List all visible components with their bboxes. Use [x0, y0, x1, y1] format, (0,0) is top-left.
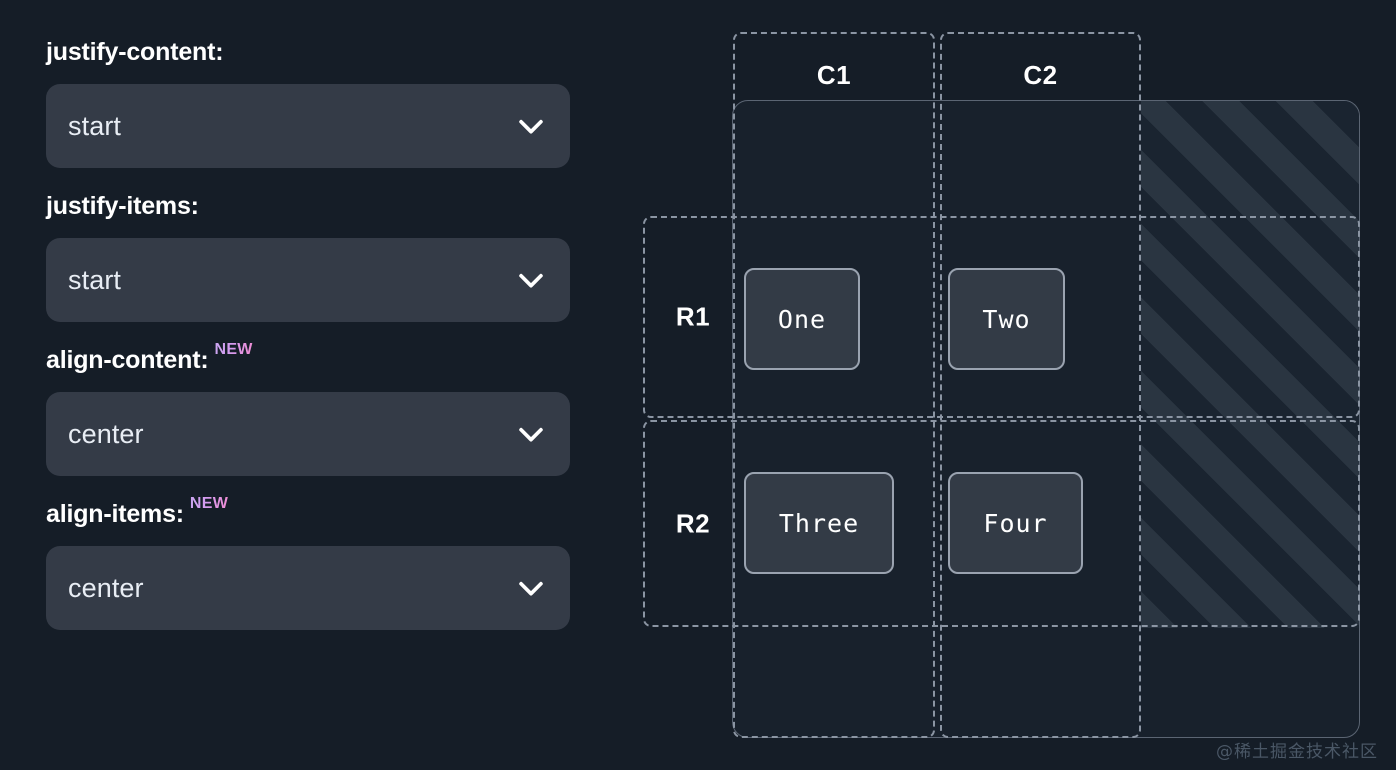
grid-item-three[interactable]: Three	[744, 472, 894, 574]
column-label-c2: C2	[1023, 60, 1058, 90]
free-space-hatch	[1141, 101, 1359, 628]
field-align-content: align-content: NEW center	[46, 342, 570, 476]
row-guide-r1: R1	[643, 216, 1360, 418]
label-text: justify-items:	[46, 192, 199, 220]
new-badge: NEW	[189, 495, 229, 512]
column-label-c1: C1	[816, 60, 852, 90]
controls-panel: justify-content: start justify-items: st…	[0, 0, 616, 770]
chevron-down-icon[interactable]	[514, 417, 548, 451]
label-align-content: align-content: NEW	[46, 342, 570, 376]
select-value-justify-content: start	[68, 110, 122, 141]
select-justify-content[interactable]: start	[46, 84, 570, 168]
watermark: @稀土掘金技术社区	[1216, 742, 1378, 762]
label-align-items: align-items: NEW	[46, 496, 570, 530]
column-guide-c1: C1	[733, 32, 935, 738]
grid-diagram: C1 C2 R1 R2 One Two Three Four @稀土掘金技术社区	[616, 0, 1396, 770]
select-justify-items[interactable]: start	[46, 238, 570, 322]
select-align-items[interactable]: center	[46, 546, 570, 630]
grid-item-four[interactable]: Four	[948, 472, 1083, 574]
select-value-justify-items: start	[68, 264, 122, 295]
select-value-align-items: center	[68, 572, 144, 603]
field-align-items: align-items: NEW center	[46, 496, 570, 630]
grid-item-one[interactable]: One	[744, 268, 860, 370]
row-guide-r2: R2	[643, 420, 1360, 627]
field-justify-content: justify-content: start	[46, 40, 570, 168]
chevron-down-icon[interactable]	[514, 571, 548, 605]
new-badge: NEW	[214, 341, 253, 358]
row-label-r1: R1	[675, 301, 711, 332]
label-justify-content: justify-content:	[46, 40, 570, 68]
grid-container-box	[732, 100, 1360, 738]
label-text: align-content:	[46, 346, 209, 374]
grid-item-two[interactable]: Two	[948, 268, 1065, 370]
label-justify-items: justify-items:	[46, 194, 570, 222]
row-label-r2: R2	[675, 508, 711, 538]
column-guide-c2: C2	[940, 32, 1141, 738]
select-value-align-content: center	[68, 418, 144, 449]
chevron-down-icon[interactable]	[514, 263, 548, 297]
field-justify-items: justify-items: start	[46, 194, 570, 322]
label-text: justify-content:	[46, 38, 224, 66]
select-align-content[interactable]: center	[46, 392, 570, 476]
chevron-down-icon[interactable]	[514, 109, 548, 143]
label-text: align-items:	[46, 500, 184, 528]
